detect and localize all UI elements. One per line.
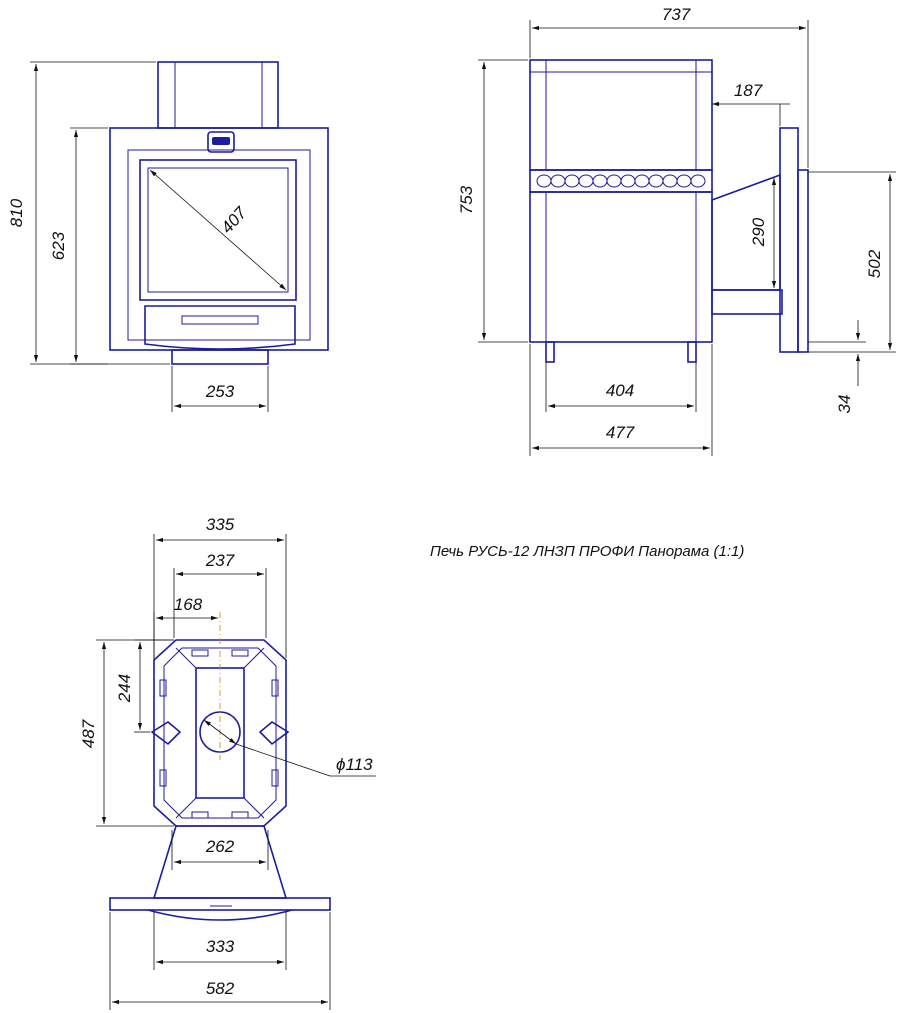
dim-top-frame-inner: 333 [206,937,235,956]
dimension-top-487: 487 [79,639,174,827]
dim-top-width-outer: 335 [206,515,235,534]
dim-side-total-width: 737 [662,5,691,24]
dim-top-tunnel-width: 262 [205,837,235,856]
dim-top-width-inner: 237 [205,551,235,570]
dimension-side-737: 737 [529,5,809,168]
dim-side-tunnel-offset: 34 [835,395,854,414]
top-view: 335 237 168 244 487 [79,515,376,1010]
dim-side-tunnel-frame-height: 502 [865,249,884,278]
dim-top-pipe-offset-vertical: 244 [115,674,134,703]
dimension-top-262: 262 [171,830,269,870]
dimension-front-253: 253 [171,366,269,412]
dimension-side-34: 34 [808,320,866,413]
dimension-side-753: 753 [457,59,528,343]
dim-side-body-width: 477 [606,423,635,442]
dimension-side-404: 404 [545,362,697,412]
dim-top-pipe-diameter: ϕ113 [336,755,373,774]
dim-side-total-height: 753 [457,185,476,214]
dim-side-legs-width: 404 [606,381,634,400]
dimension-top-582: 582 [109,912,331,1010]
dimension-side-502: 502 [808,171,896,353]
dimension-side-477: 477 [529,344,713,456]
dimension-top-333: 333 [153,912,287,970]
stone-band-pattern [536,174,706,188]
top-view-outline [109,612,331,921]
dimension-top-pipe-diameter: ϕ113 [203,719,376,777]
dimension-top-168: 168 [153,595,218,660]
dim-side-tunnel-length: 187 [734,81,763,100]
dim-front-total-height: 810 [7,198,26,227]
dim-front-body-height: 623 [49,231,68,260]
dim-front-chimney-width: 253 [205,382,235,401]
front-view-outline [109,61,329,365]
dim-front-glass-diagonal: 407 [217,203,250,237]
dimension-side-187: 187 [712,81,790,126]
dimension-top-244: 244 [115,639,174,733]
dimension-top-335: 335 [153,515,287,658]
dim-top-pipe-offset: 168 [174,595,203,614]
drawing-caption: Печь РУСЬ-12 ЛНЗП ПРОФИ Панорама (1:1) [430,543,744,560]
dimension-front-407: 407 [149,169,287,291]
front-view: 810 623 407 253 [7,61,329,412]
dimension-front-623: 623 [49,127,108,365]
dim-top-depth: 487 [79,719,98,748]
dimension-top-237: 237 [173,551,267,638]
side-view-outline [529,59,809,363]
dim-top-frame-outer: 582 [206,979,235,998]
dimension-side-290: 290 [749,178,777,288]
dim-side-tunnel-height: 290 [749,217,768,247]
side-view: 737 187 753 290 502 [457,5,896,456]
